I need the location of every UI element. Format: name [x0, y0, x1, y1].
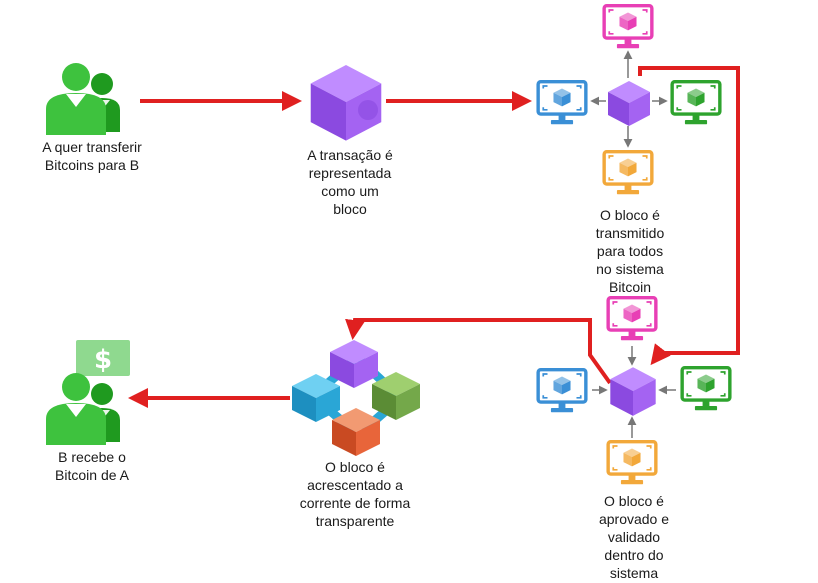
monitor-pink-icon: [606, 296, 658, 342]
label-receiver: B recebe o Bitcoin de A: [55, 449, 129, 483]
label-validated: O bloco é aprovado e validado dentro do …: [598, 493, 670, 581]
transaction-cube-mark: [358, 100, 378, 120]
label-broadcast: O bloco é transmitido para todos no sist…: [595, 207, 665, 295]
monitor-blue-icon: [536, 368, 588, 414]
label-transaction: A transação é representada como um bloco: [307, 147, 393, 217]
sender-person-icon: [46, 63, 120, 135]
arrow-validation-to-chain: [345, 318, 612, 385]
label-sender: A quer transferir Bitcoins para B: [42, 139, 142, 173]
money-symbol: $: [94, 345, 112, 375]
monitor-blue-icon: [536, 80, 588, 126]
monitor-orange-icon: [602, 150, 654, 196]
receiver-person-icon: [46, 373, 120, 445]
label-chain: O bloco é acrescentado a corrente de for…: [299, 459, 411, 529]
validation-cluster: [536, 296, 732, 486]
monitor-pink-icon: [602, 4, 654, 50]
monitor-orange-icon: [606, 440, 658, 486]
money-note-icon: [76, 340, 130, 376]
broadcast-cube-icon: [608, 81, 650, 126]
monitor-green-icon: [680, 366, 732, 412]
broadcast-cluster: [536, 4, 722, 196]
monitor-green-icon: [670, 80, 722, 126]
validation-cube-icon: [610, 367, 656, 416]
blockchain-icon: [292, 340, 420, 456]
arrow-broadcast-to-validation: [638, 66, 740, 366]
